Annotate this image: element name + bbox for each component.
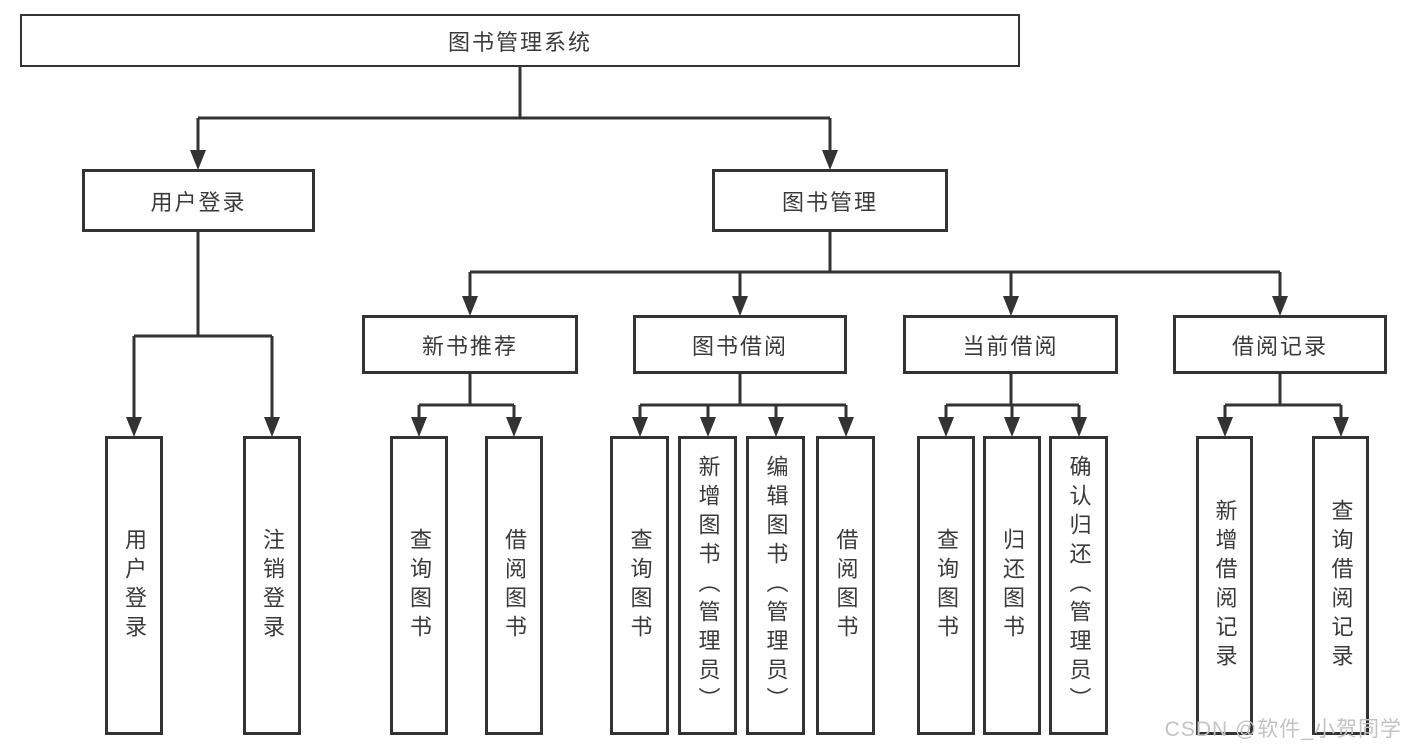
- leaf-query-books-current: 查询图书: [917, 436, 975, 735]
- leaf-edit-book-admin: 编辑图书（管理员）: [746, 436, 805, 735]
- leaf-label: 编辑图书（管理员）: [763, 455, 789, 716]
- node-current-borrowing: 当前借阅: [903, 315, 1118, 374]
- leaf-label: 注销登录: [260, 527, 285, 644]
- node-label: 图书借阅: [691, 333, 788, 359]
- leaf-user-login: 用户登录: [105, 436, 163, 735]
- csdn-watermark: CSDN @软件_小贺同学: [1164, 718, 1402, 741]
- leaf-label: 查询借阅记录: [1328, 498, 1354, 673]
- leaf-label: 查询图书: [934, 527, 959, 644]
- leaf-query-books-borrow: 查询图书: [610, 436, 669, 735]
- leaf-confirm-return-admin: 确认归还（管理员）: [1049, 436, 1108, 735]
- leaf-logout-login: 注销登录: [243, 436, 301, 735]
- leaf-label: 查询图书: [627, 527, 653, 644]
- leaf-label: 归还图书: [1000, 527, 1025, 644]
- leaf-borrow-books-recommend: 借阅图书: [485, 436, 543, 735]
- node-new-book-recommend: 新书推荐: [362, 315, 578, 374]
- leaf-add-borrow-record: 新增借阅记录: [1196, 436, 1253, 735]
- leaf-label: 用户登录: [122, 527, 147, 644]
- node-label: 用户登录: [150, 189, 247, 215]
- leaf-query-books-recommend: 查询图书: [390, 436, 448, 735]
- leaf-label: 确认归还（管理员）: [1066, 455, 1092, 716]
- leaf-label: 新增图书（管理员）: [695, 455, 721, 716]
- leaf-query-borrow-record: 查询借阅记录: [1312, 436, 1369, 735]
- leaf-label: 借阅图书: [502, 527, 527, 644]
- node-label: 图书管理: [781, 189, 878, 215]
- node-book-management: 图书管理: [712, 169, 948, 232]
- leaf-label: 查询图书: [407, 527, 432, 644]
- node-user-login: 用户登录: [82, 169, 315, 232]
- node-label: 借阅记录: [1231, 333, 1328, 359]
- node-book-borrowing: 图书借阅: [633, 315, 847, 374]
- node-label: 图书管理系统: [447, 29, 592, 55]
- node-label: 新书推荐: [421, 333, 518, 359]
- node-label: 当前借阅: [962, 333, 1059, 359]
- leaf-borrow-books: 借阅图书: [816, 436, 875, 735]
- leaf-add-book-admin: 新增图书（管理员）: [678, 436, 737, 735]
- node-borrowing-records: 借阅记录: [1173, 315, 1387, 374]
- leaf-label: 新增借阅记录: [1212, 498, 1238, 673]
- leaf-label: 借阅图书: [833, 527, 859, 644]
- leaf-return-book: 归还图书: [983, 436, 1041, 735]
- node-library-management-system: 图书管理系统: [20, 14, 1020, 67]
